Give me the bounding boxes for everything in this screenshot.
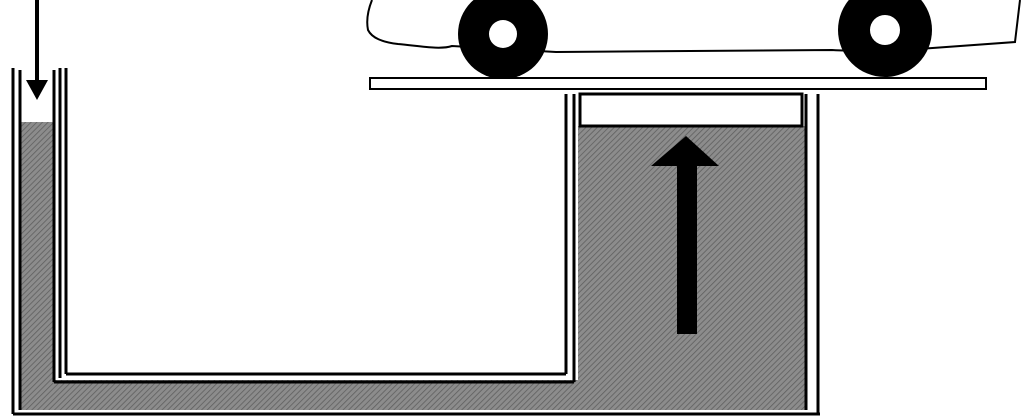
hydraulic-fluid [20, 122, 806, 410]
car-rear-wheel [838, 0, 932, 77]
small-piston-force-arrow [26, 0, 48, 100]
car [366, 0, 1021, 79]
small-cylinder [11, 68, 68, 414]
connecting-pipe [13, 372, 820, 416]
car-front-wheel [458, 0, 548, 79]
large-cylinder [564, 94, 820, 414]
large-piston [578, 92, 804, 128]
lift-force-arrow [651, 136, 719, 334]
lift-platform [369, 77, 987, 90]
